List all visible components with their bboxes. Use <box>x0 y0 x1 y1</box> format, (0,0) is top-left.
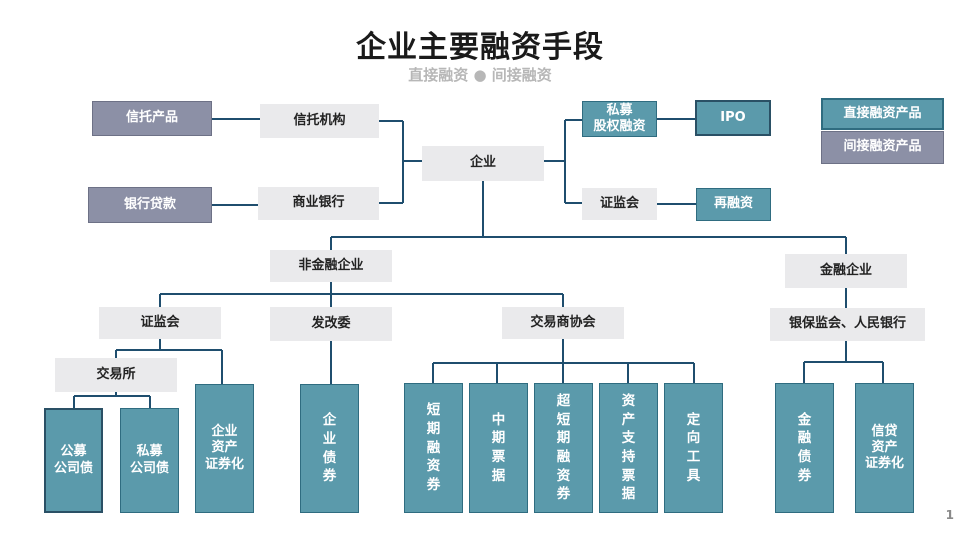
asset-backed-note-node: 资 产 支 持 票 据 <box>599 383 658 513</box>
page-subtitle: 直接融资 ● 间接融资 <box>408 66 552 84</box>
non-financial-enterprise-node: 非金融企业 <box>270 250 392 282</box>
cbirc-pboc-node: 银保监会、人民银行 <box>770 308 925 341</box>
private-equity-node: 私募 股权融资 <box>582 101 657 137</box>
refinancing-node: 再融资 <box>696 188 771 221</box>
financial-enterprise-node: 金融企业 <box>785 254 907 288</box>
commercial-bank-node: 商业银行 <box>258 187 379 220</box>
page-title: 企业主要融资手段 <box>356 30 604 65</box>
exchange-node: 交易所 <box>55 358 177 392</box>
enterprise-node: 企业 <box>422 146 544 181</box>
trust-product-node: 信托产品 <box>92 101 212 136</box>
directional-instrument-node: 定 向 工 具 <box>664 383 723 513</box>
nafmii-node: 交易商协会 <box>502 307 624 339</box>
bank-loan-node: 银行贷款 <box>88 187 212 223</box>
trust-institution-node: 信托机构 <box>260 104 379 138</box>
short-term-financing-bill-node: 短 期 融 资 券 <box>404 383 463 513</box>
credit-abs-node: 信贷 资产 证券化 <box>855 383 914 513</box>
financial-bond-node: 金 融 债 券 <box>775 383 834 513</box>
public-corporate-bond-node: 公募 公司债 <box>44 408 103 513</box>
csrc-top-node: 证监会 <box>582 188 657 220</box>
page-number: 1 <box>945 508 954 522</box>
private-corporate-bond-node: 私募 公司债 <box>120 408 179 513</box>
enterprise-abs-node: 企业 资产 证券化 <box>195 384 254 513</box>
csrc-node: 证监会 <box>99 307 221 339</box>
ipo-node: IPO <box>695 100 771 136</box>
ndrc-node: 发改委 <box>270 307 392 341</box>
medium-term-note-node: 中 期 票 据 <box>469 383 528 513</box>
legend-direct-product: 直接融资产品 <box>821 98 944 130</box>
enterprise-bond-node: 企 业 债 券 <box>300 384 359 513</box>
legend-indirect-product: 间接融资产品 <box>821 131 944 164</box>
super-short-term-bill-node: 超 短 期 融 资 券 <box>534 383 593 513</box>
